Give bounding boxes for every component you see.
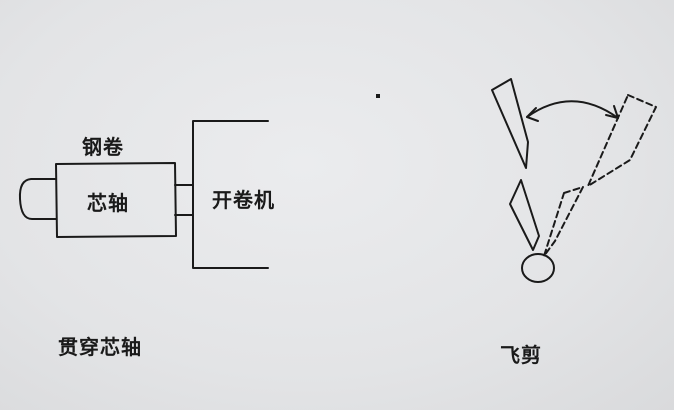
arrow-head-right [605, 105, 619, 119]
uncoiler-frame [192, 120, 269, 269]
mandrel-left-stub [18, 178, 57, 220]
label-through-mandrel: 贯穿芯轴 [58, 335, 142, 359]
shear-pivot-roller [521, 253, 555, 283]
label-mandrel: 芯轴 [87, 191, 129, 215]
coil-body [55, 162, 177, 238]
label-coil: 钢卷 [82, 135, 124, 159]
ink-dot [376, 94, 380, 98]
shear-blade-lower-dashed [543, 186, 584, 257]
shear-blade-lower-solid [509, 179, 540, 251]
mandrel-shaft [174, 184, 194, 216]
label-flying-shear: 飞剪 [500, 343, 542, 367]
shear-blade-upper-dashed [587, 94, 657, 187]
shear-blade-upper-solid [491, 78, 529, 169]
arrow-head-left [526, 107, 539, 122]
rotation-arc-arrow [526, 100, 619, 119]
label-uncoiler: 开卷机 [212, 188, 275, 212]
